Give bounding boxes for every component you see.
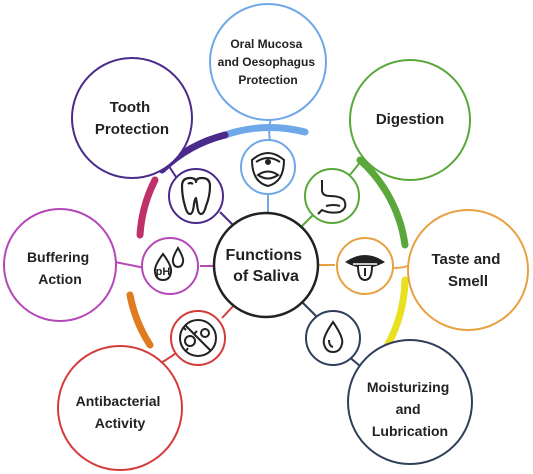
digestion-label: Digestion	[376, 111, 444, 128]
circle-moisture[interactable]	[347, 339, 473, 465]
oral-mucosa-line-2: and Oesophagus	[218, 55, 316, 69]
tongue-mouth-icon	[345, 255, 385, 282]
center-line-1: Functions	[226, 247, 303, 264]
arc-digestion	[356, 156, 409, 249]
moisture-line-2: and	[396, 401, 421, 417]
oral-mucosa-label: Oral Mucosa and Oesophagus Protection	[218, 37, 319, 87]
moisture-line-1: Moisturizing	[367, 379, 449, 395]
icon-circle-tooth	[168, 168, 224, 224]
arc-antibacterial	[126, 291, 154, 349]
tooth-line-1: Tooth	[110, 99, 151, 116]
taste-line-2: Smell	[448, 273, 488, 290]
antibacterial-line-1: Antibacterial	[76, 393, 161, 409]
arc-buffering	[136, 176, 159, 239]
buffering-line-1: Buffering	[27, 249, 89, 265]
water-drop-icon	[322, 320, 344, 354]
oral-mucosa-line-1: Oral Mucosa	[230, 37, 302, 51]
oral-mucosa-line-3: Protection	[238, 73, 297, 87]
open-mouth-icon	[250, 152, 286, 188]
circle-antibacterial[interactable]	[57, 345, 183, 471]
ph-drops-icon: pH	[153, 246, 185, 282]
arc-oral-mucosa	[221, 124, 309, 139]
ph-text: pH	[156, 266, 171, 278]
connector-buffering	[114, 261, 146, 269]
circle-digestion[interactable]	[349, 59, 471, 181]
circle-taste[interactable]	[407, 209, 529, 331]
outer-labels: Oral Mucosa and Oesophagus Protection Di…	[27, 37, 504, 439]
antibacterial-line-2: Activity	[95, 415, 146, 431]
tooth-protection-label: Tooth Protection	[95, 99, 169, 138]
circle-tooth[interactable]	[71, 57, 193, 179]
center-line-2: of Saliva	[233, 268, 299, 285]
taste-line-1: Taste and	[431, 251, 500, 268]
stomach-icon	[317, 180, 347, 215]
digestion-line-1: Digestion	[376, 111, 444, 128]
moisturizing-label: Moisturizing and Lubrication	[367, 379, 453, 439]
center-node: Functions of Saliva	[212, 211, 320, 319]
outer-circles	[3, 3, 529, 471]
circle-buffering[interactable]	[3, 208, 117, 322]
buffering-label: Buffering Action	[27, 249, 93, 287]
center-circle[interactable]	[212, 211, 320, 319]
icon-circle-moisture	[305, 310, 361, 366]
circle-oral-mucosa[interactable]	[209, 3, 327, 121]
tooth-icon	[180, 176, 212, 216]
tooth-line-2: Protection	[95, 121, 169, 138]
antibacterial-label: Antibacterial Activity	[76, 393, 165, 431]
buffering-line-2: Action	[38, 271, 82, 287]
antibacterial-icon	[179, 319, 217, 357]
moisture-line-3: Lubrication	[372, 423, 448, 439]
taste-smell-label: Taste and Smell	[431, 251, 504, 290]
center-title: Functions of Saliva	[226, 247, 307, 285]
icon-circle-oral	[240, 139, 296, 195]
